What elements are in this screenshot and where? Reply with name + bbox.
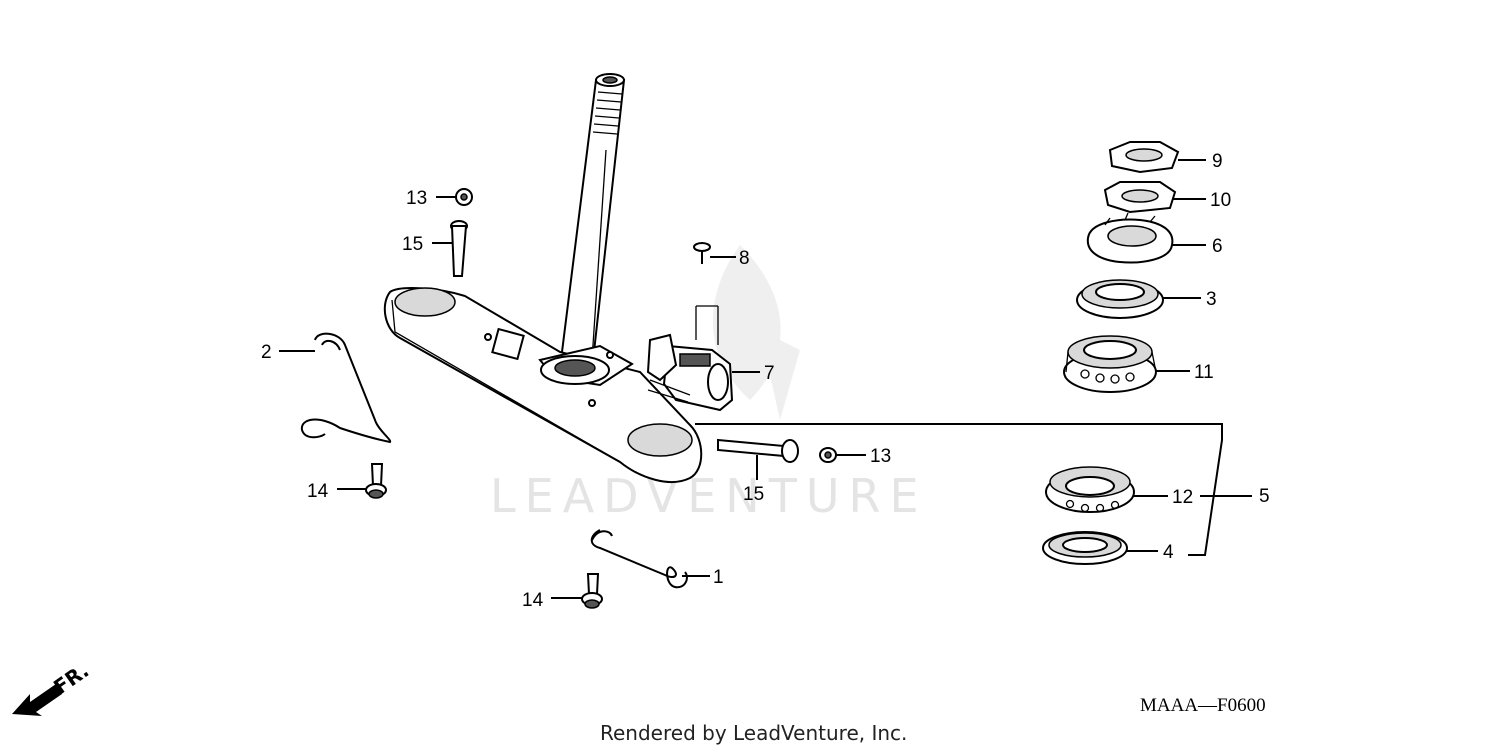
part-6-nut bbox=[1086, 212, 1174, 264]
part-13-nut-lower bbox=[819, 447, 837, 463]
front-direction-arrow: FR. bbox=[12, 658, 93, 716]
callout-7: 7 bbox=[764, 363, 775, 384]
callout-12: 12 bbox=[1172, 487, 1193, 508]
callout-1: 1 bbox=[713, 567, 724, 588]
callout-labels: 13 15 2 14 14 1 8 7 15 13 9 10 6 3 11 12… bbox=[261, 151, 1270, 611]
leader-lines bbox=[279, 159, 1252, 599]
watermark-text: LEADVENTURE bbox=[490, 469, 928, 523]
part-14-bolt-lower bbox=[581, 573, 603, 609]
callout-4: 4 bbox=[1163, 542, 1174, 563]
part-13-nut-upper bbox=[455, 188, 473, 206]
callout-14-lower: 14 bbox=[522, 590, 544, 611]
part-15-bolt-upper bbox=[450, 220, 468, 277]
callout-8: 8 bbox=[739, 248, 750, 269]
callout-6: 6 bbox=[1212, 236, 1223, 257]
callout-3: 3 bbox=[1206, 289, 1217, 310]
part-11-bearing bbox=[1063, 335, 1157, 393]
part-10-washer bbox=[1103, 181, 1177, 214]
steering-stem bbox=[558, 73, 626, 372]
part-12-bearing bbox=[1045, 466, 1135, 513]
part-14-bolt-left bbox=[365, 463, 387, 499]
diagram-code: MAAA—F0600 bbox=[1140, 695, 1266, 716]
callout-9: 9 bbox=[1212, 151, 1223, 172]
callout-13-upper: 13 bbox=[406, 188, 427, 209]
callout-15-lower: 15 bbox=[743, 484, 764, 505]
part-4-dust-seal bbox=[1042, 531, 1128, 565]
callout-11: 11 bbox=[1194, 362, 1214, 383]
part-2-clip bbox=[300, 332, 392, 444]
lower-bridge bbox=[383, 287, 703, 483]
part-15-bolt-lower bbox=[717, 438, 799, 463]
callout-13-lower: 13 bbox=[870, 446, 891, 467]
callout-15-upper: 15 bbox=[402, 234, 423, 255]
part-7-holder bbox=[646, 305, 734, 412]
callout-2: 2 bbox=[261, 342, 272, 363]
callout-14-left: 14 bbox=[307, 481, 329, 502]
callout-10: 10 bbox=[1210, 190, 1231, 211]
part-3-dust-seal bbox=[1076, 279, 1164, 319]
part-9-lock-washer bbox=[1108, 141, 1180, 174]
part-1-clip bbox=[590, 529, 688, 589]
callout-5: 5 bbox=[1259, 486, 1270, 507]
credit-line: Rendered by LeadVenture, Inc. bbox=[600, 721, 907, 745]
watermark-logo bbox=[712, 245, 800, 420]
part-8-screw bbox=[693, 242, 711, 264]
